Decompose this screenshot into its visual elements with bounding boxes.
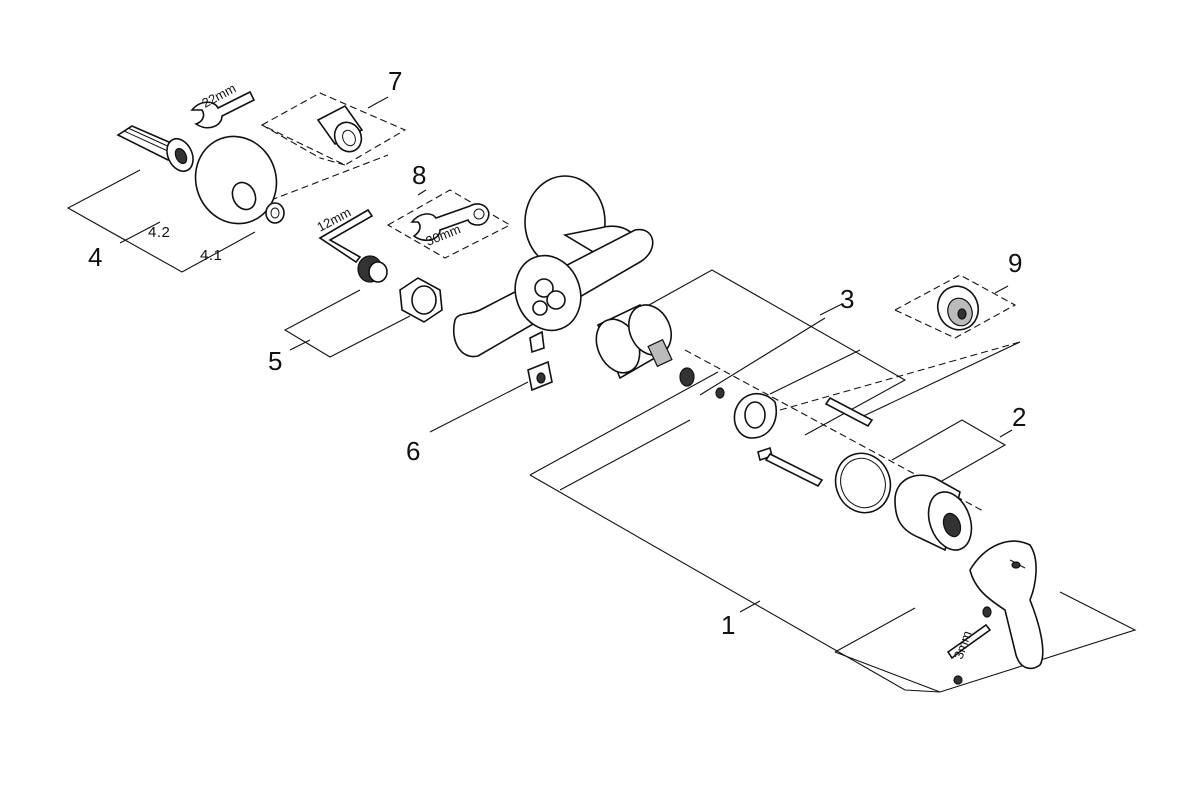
part-7-extension (316, 104, 364, 153)
part-4-1-washer (265, 202, 285, 224)
callout-6: 6 (406, 436, 420, 466)
callout-4-2: 4.2 (148, 224, 170, 241)
part-5-nut (399, 277, 443, 323)
part-2-sleeve (894, 474, 973, 552)
part-3-flange (733, 392, 777, 439)
part-3-screws (757, 396, 874, 488)
callout-4: 4 (88, 242, 102, 272)
callout-3: 3 (840, 284, 854, 314)
part-9-insert (936, 285, 980, 331)
mixer-body (453, 175, 654, 358)
dimension-labels: 22mm 12mm 30mm 3mm (199, 80, 974, 661)
part-6-outlet (527, 330, 553, 392)
part-4-2-rosette (194, 135, 278, 225)
callout-4-1: 4.1 (200, 247, 222, 264)
wrench-22mm-icon (190, 90, 256, 129)
part-4-connector (116, 125, 194, 173)
part-2-o-ring (834, 452, 892, 514)
part-3-cartridge (595, 303, 725, 399)
dim-3mm: 3mm (951, 629, 975, 661)
wrench-30mm-icon (410, 203, 490, 242)
callout-9: 9 (1008, 248, 1022, 278)
part-5-adaptor (357, 255, 388, 283)
callout-labels: 1 2 3 4 4.1 4.2 5 6 7 8 9 (88, 66, 1026, 640)
callout-1: 1 (721, 610, 735, 640)
hex-key-3mm-icon (946, 606, 992, 685)
callout-8: 8 (412, 160, 426, 190)
callout-2: 2 (1012, 402, 1026, 432)
part-1-lever-handle (969, 540, 1044, 670)
leader-lines (66, 169, 1137, 693)
dashed-boxes (239, 92, 1021, 513)
callout-5: 5 (268, 346, 282, 376)
hex-key-12mm-icon (318, 208, 374, 264)
callout-7: 7 (388, 66, 402, 96)
